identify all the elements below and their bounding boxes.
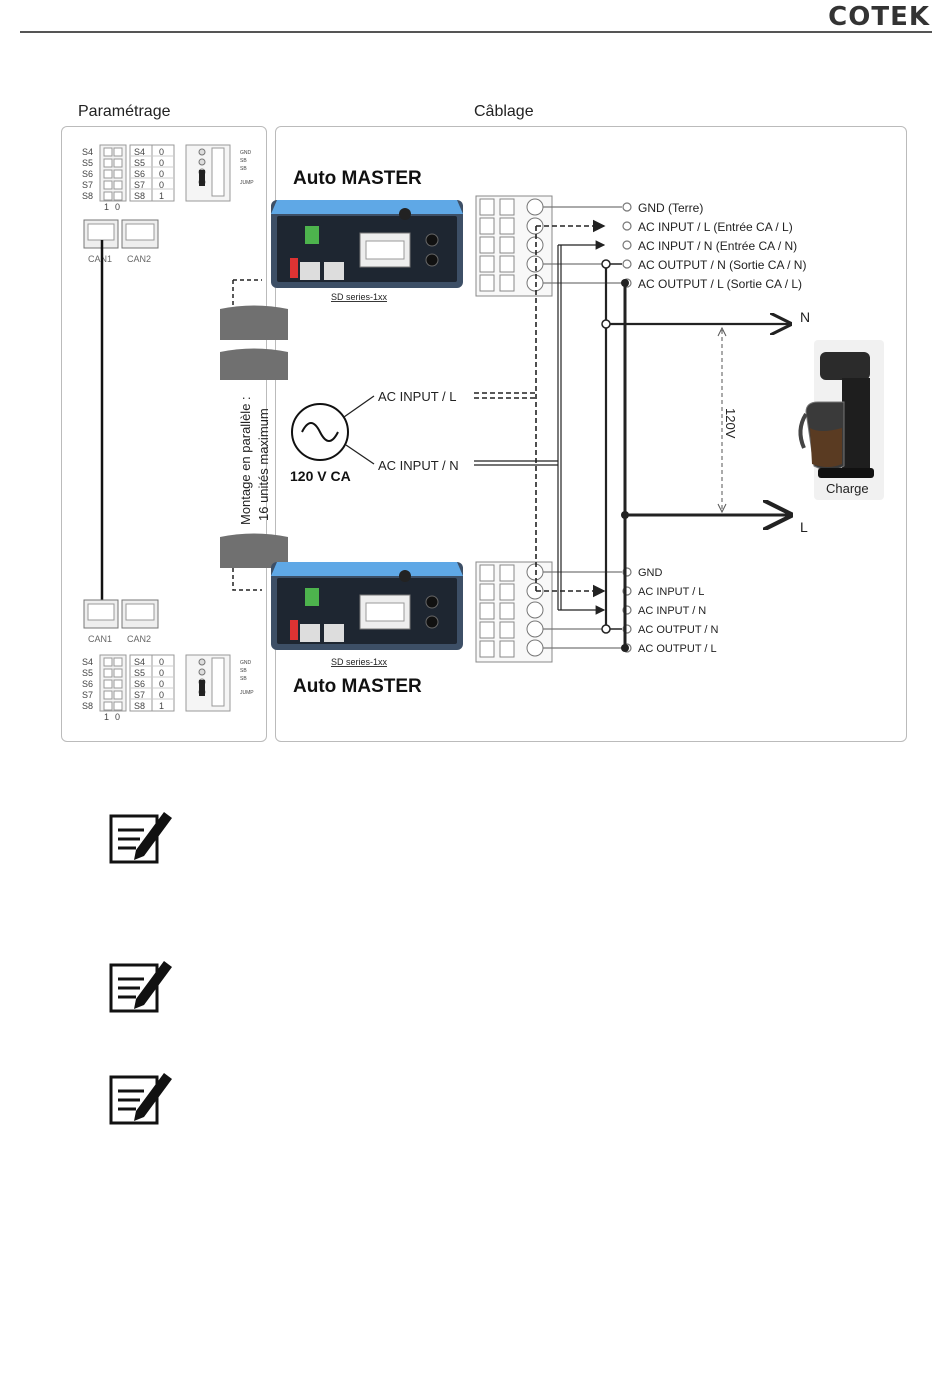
- switch-table-label: S7: [134, 690, 145, 700]
- switch-value: 1: [159, 701, 164, 711]
- unit-bottom-title: Auto MASTER: [293, 676, 422, 697]
- cotek-logo: COTEK: [828, 2, 930, 32]
- switch-value: 0: [159, 158, 164, 168]
- switch-left-label: S6: [82, 169, 93, 179]
- switch-table-label: S6: [134, 679, 145, 689]
- switch-block-top: [99, 144, 175, 202]
- switch-left-label: S5: [82, 668, 93, 678]
- wiring-diagram: S4 S5 S6 S7 S8 S4 S5 S6 S7 S8 0 0 0 0 1 …: [82, 144, 884, 722]
- terminal-bottom-ac-output-n: AC OUTPUT / N: [638, 624, 719, 636]
- switch-table-label: S6: [134, 169, 145, 179]
- jumper-label: SB: [240, 158, 247, 164]
- unit-top-model: SD series-1xx: [331, 292, 388, 302]
- jumper-label: SB: [240, 166, 247, 172]
- switch-table-label: S5: [134, 158, 145, 168]
- can2-label: CAN2: [127, 634, 151, 644]
- jumper-label: JUMP: [240, 690, 254, 696]
- voltage-indicator: [717, 326, 727, 514]
- switch-left-label: S6: [82, 679, 93, 689]
- jumper-label: SB: [240, 676, 247, 682]
- terminal-top-ac-output-l: AC OUTPUT / L (Sortie CA / L): [638, 277, 802, 291]
- terminal-top-ac-input-n: AC INPUT / N (Entrée CA / N): [638, 239, 797, 253]
- switch-table-label: S5: [134, 668, 145, 678]
- switch-table-label: S8: [134, 191, 145, 201]
- parallel-note-line2: 16 unités maximum: [256, 408, 271, 521]
- jumper-label: JUMP: [240, 180, 254, 186]
- ac-input-n-wiring: [474, 240, 606, 615]
- switch-left-label: S7: [82, 180, 93, 190]
- switch-value: 0: [159, 679, 164, 689]
- unit-bottom-model: SD series-1xx: [331, 657, 388, 667]
- wiring-title: Câblage: [474, 103, 534, 120]
- terminal-bottom-ac-input-n: AC INPUT / N: [638, 605, 706, 617]
- switch-scale-0: 0: [115, 202, 120, 212]
- load-label: Charge: [826, 481, 869, 496]
- switch-value: 0: [159, 169, 164, 179]
- jumper-label: SB: [240, 668, 247, 674]
- jumper-label: GND: [240, 150, 252, 156]
- switch-left-label: S4: [82, 657, 93, 667]
- settings-title: Paramétrage: [78, 103, 171, 120]
- header-divider: [20, 31, 932, 33]
- note-icon: [109, 1073, 172, 1125]
- jumper-block-bottom: GND SB SB JUMP: [185, 654, 254, 712]
- can2-label: CAN2: [127, 254, 151, 264]
- terminal-top-gnd: GND (Terre): [638, 201, 703, 215]
- terminal-top-ac-input-l: AC INPUT / L (Entrée CA / L): [638, 220, 793, 234]
- switch-left-label: S8: [82, 191, 93, 201]
- source-voltage: 120 V CA: [290, 468, 351, 484]
- switch-value: 0: [159, 668, 164, 678]
- switch-block-bottom-labels: S4 S5 S6 S7 S8 S4 S5 S6 S7 S8 0 0 0 0 1 …: [82, 657, 164, 722]
- inverter-bottom: SD series-1xx Auto MASTER: [271, 562, 463, 697]
- switch-block-bottom: [99, 654, 175, 712]
- terminal-block-bottom: [475, 561, 553, 663]
- source-line-n: AC INPUT / N: [378, 458, 459, 473]
- terminal-top-ac-output-n: AC OUTPUT / N (Sortie CA / N): [638, 258, 806, 272]
- switch-scale-1: 1: [104, 202, 109, 212]
- switch-value: 1: [159, 191, 164, 201]
- terminal-bottom-gnd: GND: [638, 567, 663, 579]
- switch-value: 0: [159, 147, 164, 157]
- switch-left-label: S8: [82, 701, 93, 711]
- load-n-label: N: [800, 309, 810, 325]
- switch-value: 0: [159, 180, 164, 190]
- inverter-top: SD series-1xx Auto MASTER: [271, 168, 463, 302]
- switch-left-label: S5: [82, 158, 93, 168]
- parallel-cable-connectors: [220, 279, 288, 591]
- can-ports-top: CAN1 CAN2: [83, 219, 159, 264]
- parallel-note-line1: Montage en parallèle :: [238, 396, 253, 525]
- can1-label: CAN1: [88, 634, 112, 644]
- terminal-bottom-ac-output-l: AC OUTPUT / L: [638, 643, 717, 655]
- terminal-block-top: [475, 195, 553, 297]
- load-l-label: L: [800, 519, 808, 535]
- switch-left-label: S7: [82, 690, 93, 700]
- switch-table-label: S4: [134, 147, 145, 157]
- bus-junctions: [601, 259, 629, 652]
- ac-input-l-wiring: [474, 219, 606, 598]
- switch-left-label: S4: [82, 147, 93, 157]
- terminal-bottom-ac-input-l: AC INPUT / L: [638, 586, 704, 598]
- note-icon: [109, 812, 172, 864]
- switch-scale-1: 1: [104, 712, 109, 722]
- unit-top-title: Auto MASTER: [293, 168, 422, 189]
- coffee-maker-icon: Charge: [798, 340, 884, 500]
- switch-table-label: S4: [134, 657, 145, 667]
- switch-table-label: S8: [134, 701, 145, 711]
- can-ports-bottom: CAN1 CAN2: [83, 599, 159, 644]
- switch-value: 0: [159, 657, 164, 667]
- ac-source-icon: [291, 395, 375, 465]
- switch-value: 0: [159, 690, 164, 700]
- switch-table-label: S7: [134, 180, 145, 190]
- switch-block-top-labels: S4 S5 S6 S7 S8 S4 S5 S6 S7 S8 0 0 0 0 1 …: [82, 147, 164, 212]
- note-icon: [109, 961, 172, 1013]
- load-voltage-label: 120V: [723, 408, 738, 439]
- can1-label: CAN1: [88, 254, 112, 264]
- jumper-block-top: GND SB SB JUMP: [185, 144, 254, 202]
- jumper-label: GND: [240, 660, 252, 666]
- switch-scale-0: 0: [115, 712, 120, 722]
- source-line-l: AC INPUT / L: [378, 389, 457, 404]
